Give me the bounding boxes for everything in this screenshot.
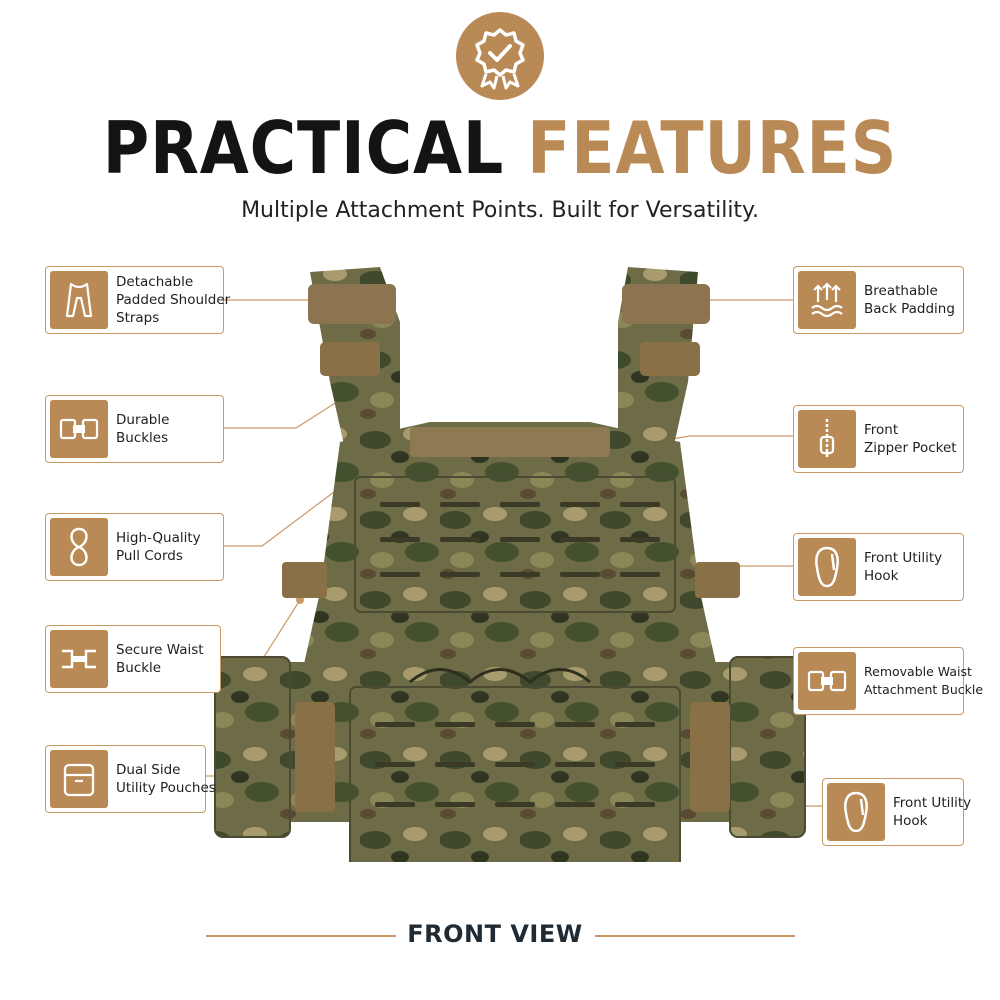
feature-durable-buckles: Durable Buckles	[45, 395, 224, 463]
feature-front-utility-hook: Front Utility Hook	[793, 533, 964, 601]
title-part-2: FEATURES	[527, 106, 898, 190]
buckle-icon	[50, 400, 108, 458]
feature-label-line: Durable	[116, 412, 170, 428]
feature-label-line: Buckle	[116, 660, 162, 676]
feature-breathable-padding: Breathable Back Padding	[793, 266, 964, 334]
removable-buckle-icon	[798, 652, 856, 710]
page-title: PRACTICAL FEATURES	[60, 103, 940, 193]
pull-cord-icon	[50, 518, 108, 576]
feature-label-line: Front Utility	[864, 550, 943, 566]
verified-seal-icon	[456, 12, 544, 100]
feature-pull-cords: High-Quality Pull Cords	[45, 513, 224, 581]
feature-zipper-pocket: Front Zipper Pocket	[793, 405, 964, 473]
feature-label-line: Hook	[864, 568, 899, 584]
feature-label-line: Zipper Pocket	[864, 440, 957, 456]
carabiner-hook-icon	[827, 783, 885, 841]
carabiner-hook-icon	[798, 538, 856, 596]
feature-label-line: Straps	[116, 310, 160, 326]
feature-label-line: Front	[864, 422, 899, 438]
feature-waist-buckle: Secure Waist Buckle	[45, 625, 221, 693]
page-subtitle: Multiple Attachment Points. Built for Ve…	[241, 198, 759, 223]
feature-label-line: Back Padding	[864, 301, 955, 317]
feature-label-line: Pull Cords	[116, 548, 183, 564]
feature-label-line: Secure Waist	[116, 642, 204, 658]
feature-label-line: High-Quality	[116, 530, 201, 546]
waist-buckle-icon	[50, 630, 108, 688]
footer-divider-left	[206, 935, 396, 937]
feature-front-utility-hook-2: Front Utility Hook	[822, 778, 971, 846]
plate-carrier-vest-image	[214, 267, 806, 862]
footer-divider-right	[595, 935, 795, 937]
feature-shoulder-straps: Detachable Padded Shoulder Straps	[45, 266, 230, 334]
feature-label-line: Padded Shoulder	[116, 292, 231, 308]
breathable-airflow-icon	[798, 271, 856, 329]
feature-removable-waist-buckle: Removable Waist Attachment Buckle	[793, 647, 983, 715]
feature-label-line: Breathable	[864, 283, 938, 299]
feature-label-line: Front Utility	[893, 795, 972, 811]
pouch-icon	[50, 750, 108, 808]
feature-side-pouches: Dual Side Utility Pouches	[45, 745, 216, 813]
title-part-1: PRACTICAL	[102, 106, 505, 190]
feature-label-line: Removable Waist	[864, 664, 972, 679]
feature-label-line: Buckles	[116, 430, 169, 446]
zipper-icon	[798, 410, 856, 468]
feature-label-line: Utility Pouches	[116, 780, 216, 796]
view-label: FRONT VIEW	[407, 920, 583, 948]
feature-label-line: Detachable	[116, 274, 194, 290]
shoulder-strap-icon	[50, 271, 108, 329]
feature-label-line: Attachment Buckle	[864, 682, 984, 697]
feature-label-line: Dual Side	[116, 762, 181, 778]
feature-label-line: Hook	[893, 813, 928, 829]
